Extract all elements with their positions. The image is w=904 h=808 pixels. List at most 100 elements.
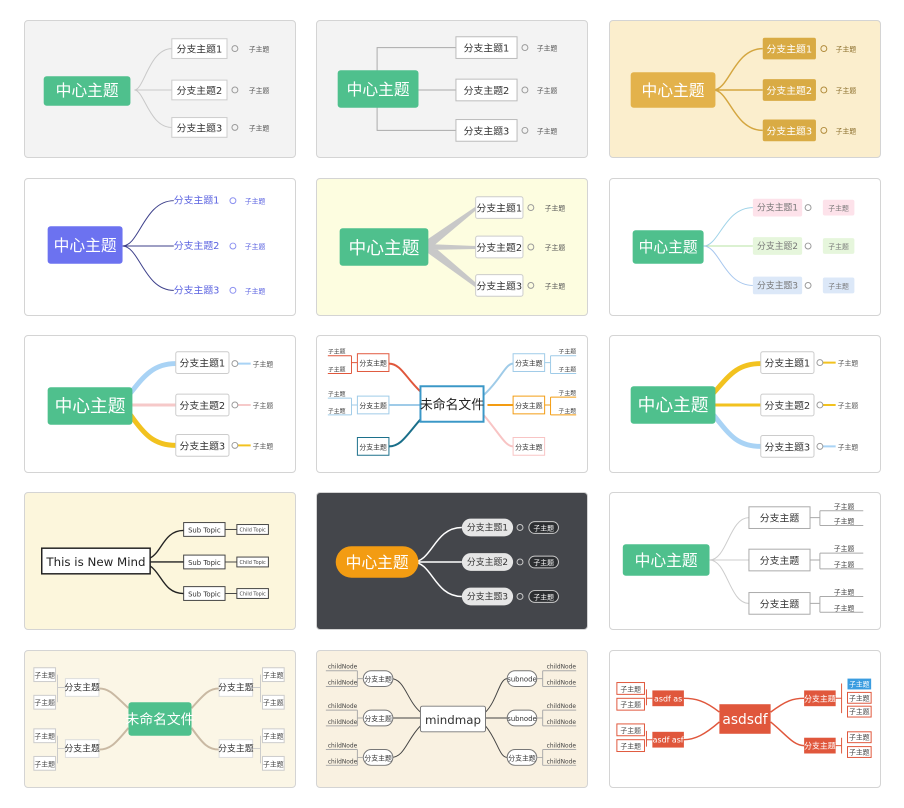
branch-label: asdf asf (653, 736, 684, 745)
child-label: 子主题 (245, 197, 266, 206)
central-label: 中心主题 (346, 553, 409, 572)
branch-label: 分支主题 (804, 693, 836, 703)
central-topic[interactable] (419, 705, 486, 733)
child-label: 子主题 (34, 732, 55, 741)
central-topic[interactable] (335, 546, 419, 578)
branch-label: 分支主题 (64, 681, 100, 693)
theme-card-2[interactable]: 中心主题 分支主题1 分支主题2 分支主题3 子主题 子主题 子主题 (316, 20, 588, 158)
branch-label: 分支主题 (515, 442, 543, 451)
central-label: mindmap (425, 713, 481, 727)
branch-label: subnode (507, 676, 536, 684)
child-label: 子主题 (253, 401, 274, 410)
theme-card-10[interactable]: This is New Mind Sub Topic Sub Topic Sub… (24, 492, 296, 630)
child-label: 子主题 (263, 698, 284, 707)
branch-label: 分支主题2 (476, 242, 522, 254)
child-label: 子主题 (620, 700, 641, 709)
child-label: 子主题 (34, 759, 55, 768)
theme-card-8[interactable]: 未命名文件 分支主题 分支主题 分支主题 分支主题 分支主题 分支主题 子主题 … (316, 335, 588, 473)
child-label: 子主题 (263, 759, 284, 768)
central-topic[interactable] (43, 76, 131, 106)
theme-card-5[interactable]: 中心主题 分支主题1 分支主题2 分支主题3 子主题 子主题 子主题 (316, 178, 588, 316)
child-label: 子主题 (834, 502, 855, 511)
branch-label: 分支主题 (515, 401, 543, 410)
theme-card-3[interactable]: 中心主题 分支主题1 分支主题2 分支主题3 子主题 子主题 子主题 (609, 20, 881, 158)
child-label: 子主题 (838, 401, 859, 410)
branch-label: 分支主题2 (467, 556, 508, 568)
theme-card-9[interactable]: 中心主题 分支主题1 分支主题2 分支主题3 子主题 子主题 子主题 (609, 335, 881, 473)
child-label: 子主题 (245, 286, 266, 295)
child-label: 子主题 (328, 365, 346, 373)
theme-card-14[interactable]: mindmap 分支主题 分支主题 分支主题 subnode subnode 分… (316, 650, 588, 788)
branch-label: Sub Topic (188, 526, 221, 534)
branch-label: 分支主题2 (177, 85, 223, 97)
central-label: asdsdf (722, 712, 768, 728)
central-topic[interactable] (622, 544, 710, 576)
child-label: childNode (328, 720, 358, 726)
central-topic[interactable] (339, 228, 429, 266)
branch-label: 分支主题1 (767, 44, 813, 56)
branch-label: 分支主题 (64, 743, 100, 755)
child-label: 子主题 (328, 348, 346, 356)
theme-card-15[interactable]: asdsdf asdf as asdf asf 分支主题 分支主题 子主题 子主… (609, 650, 881, 788)
theme-card-6[interactable]: 中心主题 分支主题1 分支主题2 分支主题3 子主题 子主题 子主题 (609, 178, 881, 316)
central-topic[interactable] (47, 387, 133, 425)
child-label: childNode (547, 681, 577, 687)
child-label: 子主题 (537, 44, 558, 53)
central-topic[interactable] (630, 72, 716, 108)
central-topic[interactable] (41, 547, 151, 575)
child-label-highlighted: 子主题 (849, 679, 870, 688)
central-label: This is New Mind (45, 555, 145, 569)
child-label: 子主题 (34, 671, 55, 680)
branch-label: 分支主题 (218, 743, 254, 755)
branch-label: 分支主题3 (174, 284, 220, 296)
child-label: 子主题 (849, 747, 870, 756)
child-label: 子主题 (545, 281, 566, 290)
branch-label: 分支主题3 (177, 122, 223, 134)
child-label: 子主题 (253, 360, 274, 369)
child-label: 子主题 (558, 389, 576, 397)
child-label: 子主题 (263, 732, 284, 741)
child-label: 子主题 (828, 204, 849, 213)
branch-label: 分支主题 (508, 753, 536, 762)
branch-label: Sub Topic (188, 559, 221, 567)
child-label: childNode (547, 665, 577, 671)
child-label: 子主题 (834, 603, 855, 612)
child-label: 子主题 (836, 126, 857, 135)
child-label: 子主题 (537, 126, 558, 135)
child-label: 子主题 (836, 86, 857, 95)
theme-card-7[interactable]: 中心主题 分支主题1 分支主题2 分支主题3 子主题 子主题 子主题 (24, 335, 296, 473)
child-label: 子主题 (533, 558, 554, 567)
child-label: 子主题 (328, 407, 346, 415)
branch-label: 分支主题 (359, 401, 387, 410)
central-label: 未命名文件 (420, 397, 484, 413)
central-topic[interactable] (128, 702, 192, 736)
child-label: 子主题 (545, 243, 566, 252)
child-label: 子主题 (537, 86, 558, 95)
theme-card-1[interactable]: 中心主题 分支主题1 分支主题2 分支主题3 子主题 子主题 子主题 (24, 20, 296, 158)
branch-label: 分支主题 (760, 555, 800, 567)
child-label: 子主题 (34, 698, 55, 707)
central-topic[interactable] (337, 70, 419, 108)
theme-card-11[interactable]: 中心主题 分支主题1 分支主题2 分支主题3 子主题 子主题 子主题 (316, 492, 588, 630)
theme-card-13[interactable]: 未命名文件 分支主题 分支主题 分支主题 分支主题 子主题 子主题 子主题 子主… (24, 650, 296, 788)
central-topic[interactable] (719, 704, 771, 734)
child-label: 子主题 (620, 726, 641, 735)
child-label: childNode (328, 759, 358, 765)
theme-card-12[interactable]: 中心主题 分支主题 分支主题 分支主题 子主题 子主题 子主题 子主题 子主题 … (609, 492, 881, 630)
branch-label: 分支主题2 (180, 400, 226, 412)
central-topic[interactable] (47, 226, 123, 264)
child-label: childNode (547, 744, 577, 750)
branch-label: 分支主题1 (174, 195, 220, 207)
central-topic[interactable] (419, 385, 485, 423)
child-label: 子主题 (620, 742, 641, 751)
branch-label: 分支主题 (364, 753, 392, 762)
child-label: childNode (328, 704, 358, 710)
central-topic[interactable] (630, 386, 716, 424)
child-label: 子主题 (558, 348, 576, 356)
theme-card-4[interactable]: 中心主题 分支主题1 分支主题2 分支主题3 子主题 子主题 子主题 (24, 178, 296, 316)
branch-label: 分支主题3 (464, 125, 510, 137)
child-label: 子主题 (834, 588, 855, 597)
child-label: 子主题 (620, 684, 641, 693)
central-topic[interactable] (632, 230, 704, 264)
child-label: childNode (547, 720, 577, 726)
